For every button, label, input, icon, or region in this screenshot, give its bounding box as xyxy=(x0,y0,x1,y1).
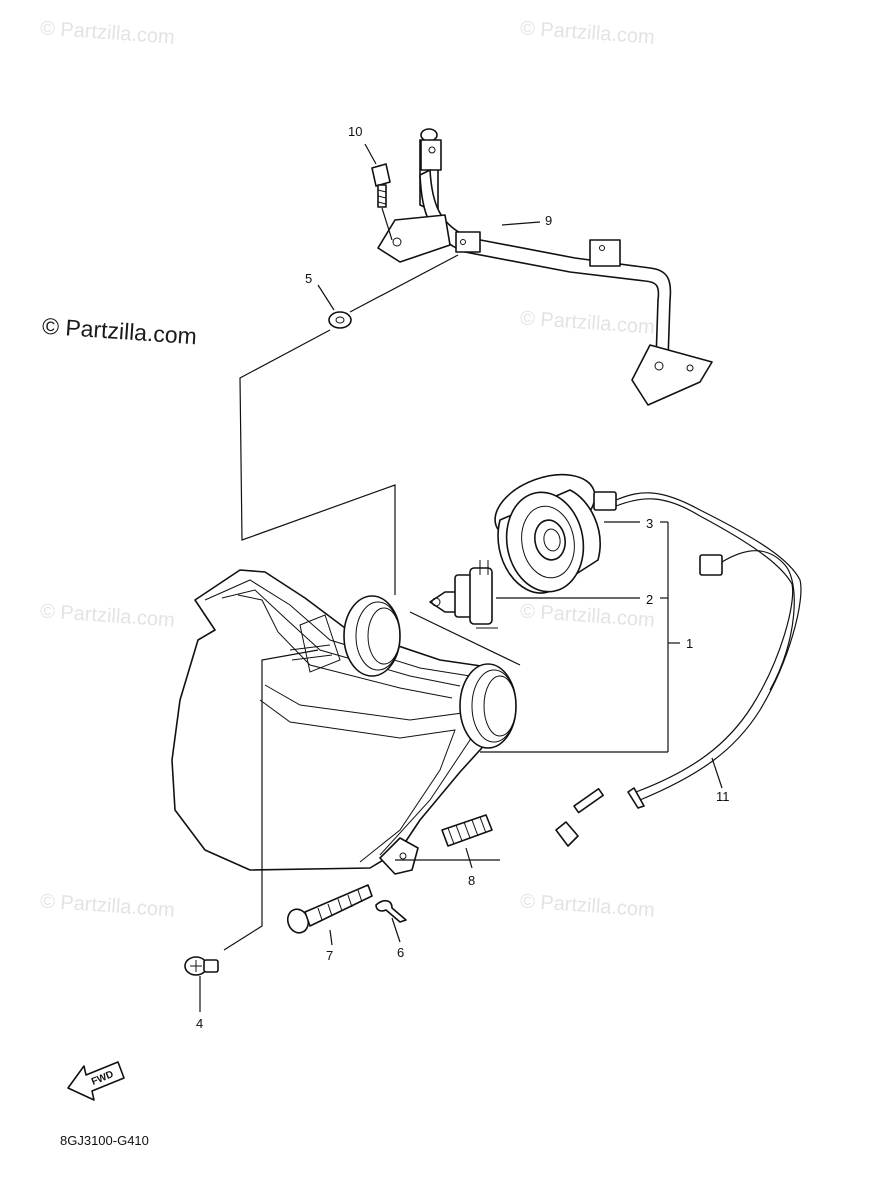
fwd-arrow-icon: FWD xyxy=(67,1061,125,1101)
clip-6[interactable] xyxy=(375,899,407,923)
socket-cover[interactable] xyxy=(486,462,604,598)
screw-4[interactable] xyxy=(184,956,219,976)
callout-5: 5 xyxy=(305,271,312,286)
headlight-bulb[interactable] xyxy=(429,560,498,629)
callout-8: 8 xyxy=(468,873,475,888)
callout-11: 11 xyxy=(716,789,730,804)
bolt-10[interactable] xyxy=(371,163,391,208)
callout-3: 3 xyxy=(646,516,653,531)
leader-lines xyxy=(199,221,723,1012)
spring-8[interactable] xyxy=(441,814,493,847)
wire-harness[interactable] xyxy=(555,491,802,847)
callout-4: 4 xyxy=(196,1016,203,1031)
screw-7[interactable] xyxy=(284,884,373,936)
callout-6: 6 xyxy=(397,945,404,960)
callout-10: 10 xyxy=(348,124,362,139)
grommet-5[interactable] xyxy=(328,311,352,329)
callout-9: 9 xyxy=(545,213,552,228)
callout-1: 1 xyxy=(686,636,693,651)
diagram-code: 8GJ3100-G410 xyxy=(60,1133,149,1148)
callout-2: 2 xyxy=(646,592,653,607)
headlight-bracket[interactable] xyxy=(377,128,713,406)
callout-7: 7 xyxy=(326,948,333,963)
headlight-housing[interactable] xyxy=(171,569,517,875)
